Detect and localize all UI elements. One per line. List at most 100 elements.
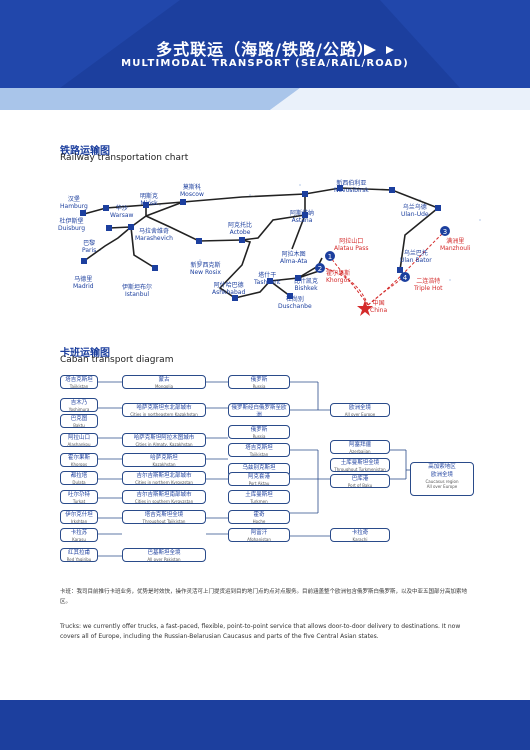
node-label-cn: 卡拉苏 <box>70 530 88 536</box>
node-label-cn: 吉尔吉斯斯坦北部城市 <box>136 473 192 479</box>
node-label-cn: 阿拉山口 <box>67 435 90 441</box>
node-label-cn: 阿富汗 <box>250 530 268 536</box>
node-label-cn: 巴克图 <box>70 416 88 422</box>
node-label-cn: 哈萨克斯坦 <box>150 455 178 461</box>
node-label-en: Yoshimura <box>68 407 90 412</box>
node-label-en: Azerbaijan <box>349 449 371 454</box>
node-label-en: Red Yagiribu <box>66 557 92 562</box>
node-label-en: All over Pakistan <box>147 557 181 562</box>
railway-section-subtitle: Railway transportation chart <box>60 153 189 163</box>
route-badge-4: 4 <box>403 274 408 282</box>
node-label-cn: 都拉塔 <box>70 473 88 479</box>
node-label-en: Afghanistan <box>247 537 271 542</box>
header-decoration <box>0 0 530 88</box>
rail-lines <box>83 187 439 299</box>
node-label-cn: 土库曼斯坦 <box>245 492 273 498</box>
node-label-en: Russia <box>252 434 266 439</box>
node-label-cn: 红其拉甫 <box>67 550 90 556</box>
truck-section-title: 卡班运输图 <box>60 348 110 359</box>
railway-section-title: 铁路运输图 <box>60 146 110 157</box>
node-label-en: Tajikistan <box>69 384 89 389</box>
node-label-cn: 吐尔尕特 <box>67 492 90 498</box>
node-label-en: Turkat <box>72 499 86 504</box>
node-label-cn: 俄罗斯 <box>250 377 268 383</box>
header-banner <box>0 0 530 88</box>
node-label-en: All over Europe <box>344 412 376 417</box>
node-label-en: Port Aktau <box>248 481 270 486</box>
node-label-cn: 巴基斯坦全境 <box>147 550 181 556</box>
node-label-en: Port of Baku <box>347 483 373 488</box>
truck-section-subtitle: Caban transport diagram <box>60 355 174 365</box>
node-label-en: Irkshtan <box>70 519 88 524</box>
node-label-en: Kazakhstan <box>152 462 176 467</box>
node-label-cn: 巴库港 <box>351 476 369 482</box>
node-label-cn: 哈萨克斯坦东北部城市 <box>136 405 192 411</box>
node-label-cn: 霍奇 <box>253 512 265 518</box>
node-label-en: Khorgos <box>70 462 88 467</box>
notes-en: Trucks: we currently offer trucks, a fas… <box>60 623 461 640</box>
city-markers <box>80 185 441 301</box>
node-label-en: Cities in Almaty, Kazakhstan <box>135 442 193 447</box>
route-badges: 1 2 3 4 <box>315 226 450 282</box>
notes-cn: 卡班：我司目前推行卡班业务，优势是时效快，操作灵活可上门提货运到目的地门点的点对… <box>60 589 468 605</box>
node-label-cn: 吉尔吉斯斯坦南部城市 <box>136 492 192 498</box>
node-label-en: Karachi <box>352 537 368 542</box>
node-label-cn: 塔吉克斯坦全境 <box>144 512 184 518</box>
node-label-cn: 哈萨克斯坦阿拉木图城市 <box>133 435 195 441</box>
node-label-cn: 霍尔果斯 <box>67 455 90 461</box>
node-label-en: Throughout Tajikistan <box>142 519 186 524</box>
truck-col3-node: 俄罗斯经白俄罗斯至欧洲To Europe via Belarus <box>228 403 290 417</box>
node-label-cn: 俄罗斯经白俄罗斯至欧洲 <box>231 405 287 417</box>
node-label-cn: 吉木乃 <box>70 400 88 406</box>
node-label-en: Cities in southern Kyrgyzstan <box>134 499 194 504</box>
route-badge-1: 1 <box>328 253 332 261</box>
node-label-cn: 伊尔克什坦 <box>65 512 93 518</box>
node-label-en: Alashankou <box>67 442 91 447</box>
node-label-en: Hoche <box>252 519 266 524</box>
node-label-cn: 塔吉克斯坦 <box>65 377 93 383</box>
page-subtitle: MULTIMODAL TRANSPORT (SEA/RAIL/ROAD) <box>121 58 409 69</box>
node-label-en: Cities in northeastern Kazakhstan <box>130 412 198 417</box>
node-label-cn: 欧洲全境 <box>348 405 371 411</box>
node-label-cn: 塔吉克斯坦 <box>245 445 273 451</box>
